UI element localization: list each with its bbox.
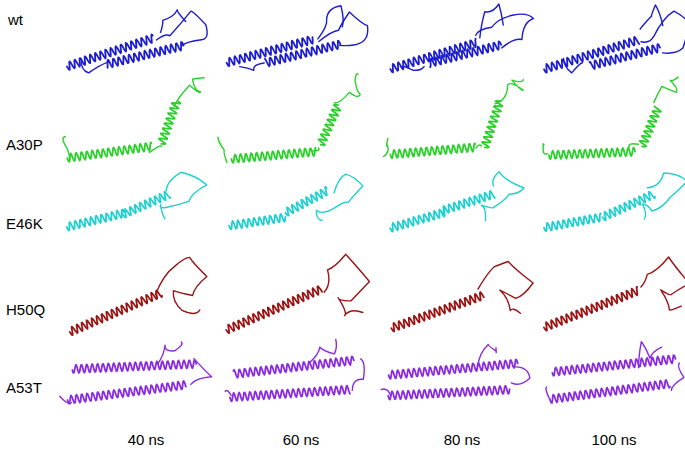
- protein-ribbon: [160, 172, 207, 219]
- protein-ribbon: [384, 138, 389, 156]
- protein-ribbon: [544, 37, 639, 73]
- protein-ribbon: [589, 44, 660, 69]
- protein-ribbon: [478, 262, 533, 314]
- column-label: 80 ns: [444, 432, 481, 449]
- row-label: A53T: [6, 380, 42, 397]
- protein-ribbon: [233, 357, 353, 378]
- protein-ribbon: [70, 291, 162, 336]
- protein-ribbon: [318, 6, 343, 39]
- protein-ribbon: [641, 257, 685, 310]
- protein-ribbon: [654, 77, 678, 102]
- protein-ribbon: [495, 80, 523, 104]
- row-label: wt: [8, 12, 23, 29]
- protein-ribbon: [265, 41, 341, 66]
- protein-ribbon: [72, 360, 196, 373]
- protein-ribbon: [312, 148, 319, 151]
- protein-ribbon: [552, 355, 675, 376]
- protein-ribbon: [226, 286, 322, 333]
- protein-ribbon: [218, 137, 227, 162]
- protein-ribbon: [150, 146, 162, 153]
- protein-ribbon: [381, 389, 390, 396]
- protein-ribbon: [639, 342, 662, 368]
- protein-ribbon: [229, 214, 285, 230]
- protein-ribbon: [478, 345, 496, 367]
- protein-ribbon: [123, 192, 171, 218]
- protein-ribbon: [564, 59, 583, 73]
- row-label: H50Q: [6, 302, 45, 319]
- protein-ribbon: [225, 391, 231, 396]
- protein-ribbon: [481, 172, 524, 221]
- protein-ribbon: [543, 144, 547, 154]
- protein-ribbon: [81, 59, 108, 73]
- protein-ribbon: [389, 360, 518, 379]
- protein-ribbon: [388, 386, 509, 400]
- protein-ribbon: [68, 381, 186, 404]
- protein-ribbon: [430, 41, 501, 67]
- protein-ribbon: [319, 105, 341, 146]
- protein-ribbon: [629, 144, 638, 148]
- protein-ribbon: [643, 173, 685, 219]
- protein-ribbon: [482, 101, 503, 148]
- protein-ribbon: [544, 287, 638, 331]
- protein-ribbon: [231, 148, 315, 163]
- protein-ribbon: [402, 66, 424, 70]
- protein-ribbon: [390, 208, 445, 231]
- protein-ribbon: [391, 292, 484, 332]
- protein-ribbon: [640, 5, 663, 29]
- protein-ribbon: [67, 210, 124, 231]
- protein-ribbon: [240, 63, 264, 70]
- protein-ribbon: [63, 137, 70, 159]
- protein-ribbon: [316, 174, 362, 220]
- protein-ribbon: [108, 42, 184, 68]
- protein-ribbon: [352, 359, 364, 391]
- protein-ribbon: [511, 367, 529, 384]
- protein-ribbon: [671, 363, 683, 390]
- protein-ribbon: [67, 142, 151, 161]
- column-label: 40 ns: [128, 432, 165, 449]
- protein-ribbon: [334, 74, 360, 103]
- protein-ribbon: [546, 387, 549, 398]
- protein-ribbon: [161, 10, 186, 33]
- column-label: 60 ns: [283, 432, 320, 449]
- protein-ribbon: [549, 148, 635, 159]
- protein-ribbon: [390, 39, 475, 73]
- protein-ribbon: [476, 14, 534, 48]
- protein-ribbon: [640, 106, 661, 147]
- column-label: 100 ns: [591, 432, 636, 449]
- protein-ribbon: [324, 254, 369, 315]
- protein-ribbon: [480, 4, 504, 38]
- protein-ribbon: [230, 386, 350, 402]
- protein-ribbon: [544, 213, 601, 231]
- protein-ribbon: [476, 145, 482, 148]
- protein-ribbon: [158, 342, 182, 364]
- row-label: A30P: [6, 137, 43, 154]
- protein-ribbon: [550, 380, 670, 403]
- row-label: E46K: [6, 216, 43, 233]
- protein-ribbon: [441, 191, 495, 215]
- protein-ribbon: [390, 143, 475, 158]
- protein-ribbon: [159, 101, 181, 144]
- protein-ribbon: [285, 187, 327, 216]
- protein-ribbon: [174, 78, 204, 106]
- protein-ribbon: [310, 340, 336, 363]
- protein-ribbon: [155, 257, 206, 313]
